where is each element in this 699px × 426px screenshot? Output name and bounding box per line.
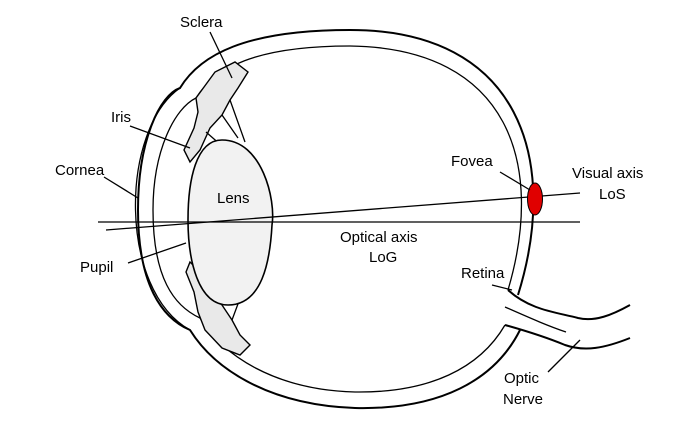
sclera-leader <box>209 31 233 79</box>
visual-axis-line <box>105 192 581 231</box>
pupil-leader <box>127 242 187 264</box>
label-optical-axis-log: LoG <box>369 249 397 266</box>
optic-nerve-center <box>504 306 567 333</box>
cornea <box>134 87 191 331</box>
iris-leader <box>129 125 191 149</box>
label-sclera: Sclera <box>180 14 223 31</box>
optic-nerve-lower <box>504 324 631 350</box>
eyeball-inner-wall <box>152 45 523 393</box>
label-iris: Iris <box>111 109 131 126</box>
optic-nerve-leader <box>547 339 581 373</box>
optic-nerve-upper <box>507 289 631 321</box>
cornea-leader <box>103 176 139 199</box>
label-pupil: Pupil <box>80 259 113 276</box>
label-optic: Optic <box>504 370 540 387</box>
label-retina: Retina <box>461 265 505 282</box>
label-nerve: Nerve <box>503 391 543 408</box>
label-cornea: Cornea <box>55 162 105 179</box>
fovea-leader <box>499 171 531 191</box>
upper-iris-tissue <box>183 61 249 164</box>
label-optical-axis: Optical axis <box>340 229 418 246</box>
label-lens: Lens <box>217 190 250 207</box>
fovea-spot <box>527 182 543 216</box>
eyeball-outer-wall <box>136 28 535 410</box>
label-fovea: Fovea <box>451 153 493 170</box>
label-visual-axis: Visual axis <box>572 165 643 182</box>
retina-leader <box>491 284 513 291</box>
label-visual-axis-los: LoS <box>599 186 626 203</box>
